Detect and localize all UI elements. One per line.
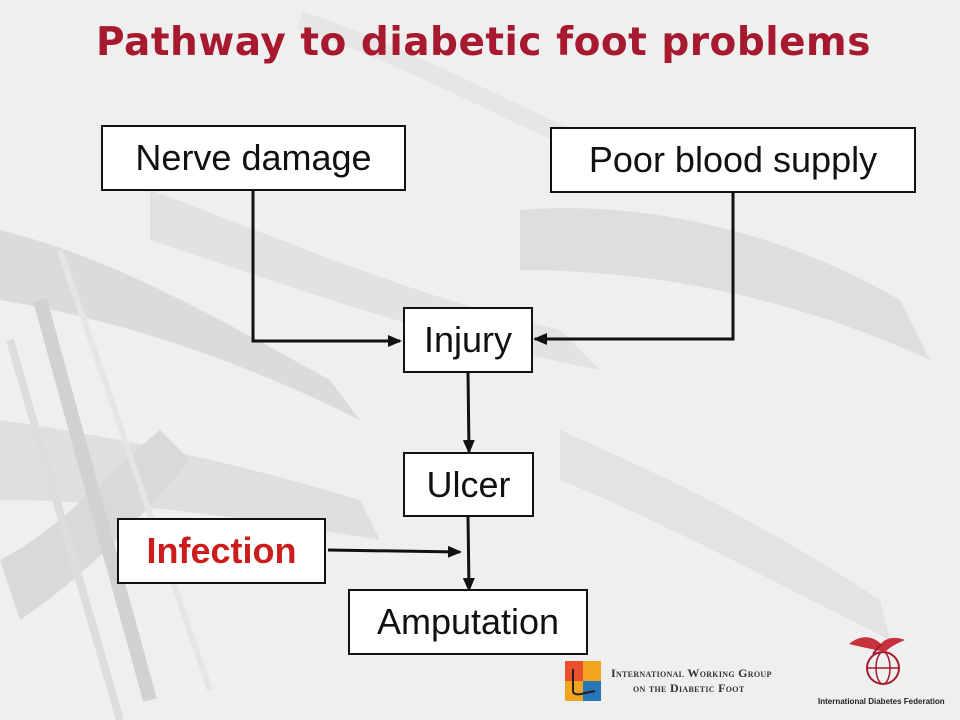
node-amputation: Amputation: [348, 589, 588, 655]
iwgdf-line2: on the Diabetic Foot: [633, 681, 745, 695]
page-title: Pathway to diabetic foot problems: [96, 20, 871, 65]
iwgdf-logo-group: International Working Group on the Diabe…: [565, 661, 772, 701]
idf-bird-globe-icon: [849, 637, 905, 685]
iwgdf-line1: International Working Group: [611, 666, 772, 680]
node-injury: Injury: [403, 307, 533, 373]
node-poor-blood-supply: Poor blood supply: [550, 127, 916, 193]
idf-caption: International Diabetes Federation: [818, 697, 945, 706]
idf-logo-group: International Diabetes Federation: [818, 630, 945, 706]
node-ulcer: Ulcer: [403, 452, 534, 517]
node-nerve-damage: Nerve damage: [101, 125, 406, 191]
node-infection: Infection: [117, 518, 326, 584]
iwgdf-logo-icon: [565, 661, 601, 701]
iwgdf-name: International Working Group on the Diabe…: [611, 666, 772, 696]
